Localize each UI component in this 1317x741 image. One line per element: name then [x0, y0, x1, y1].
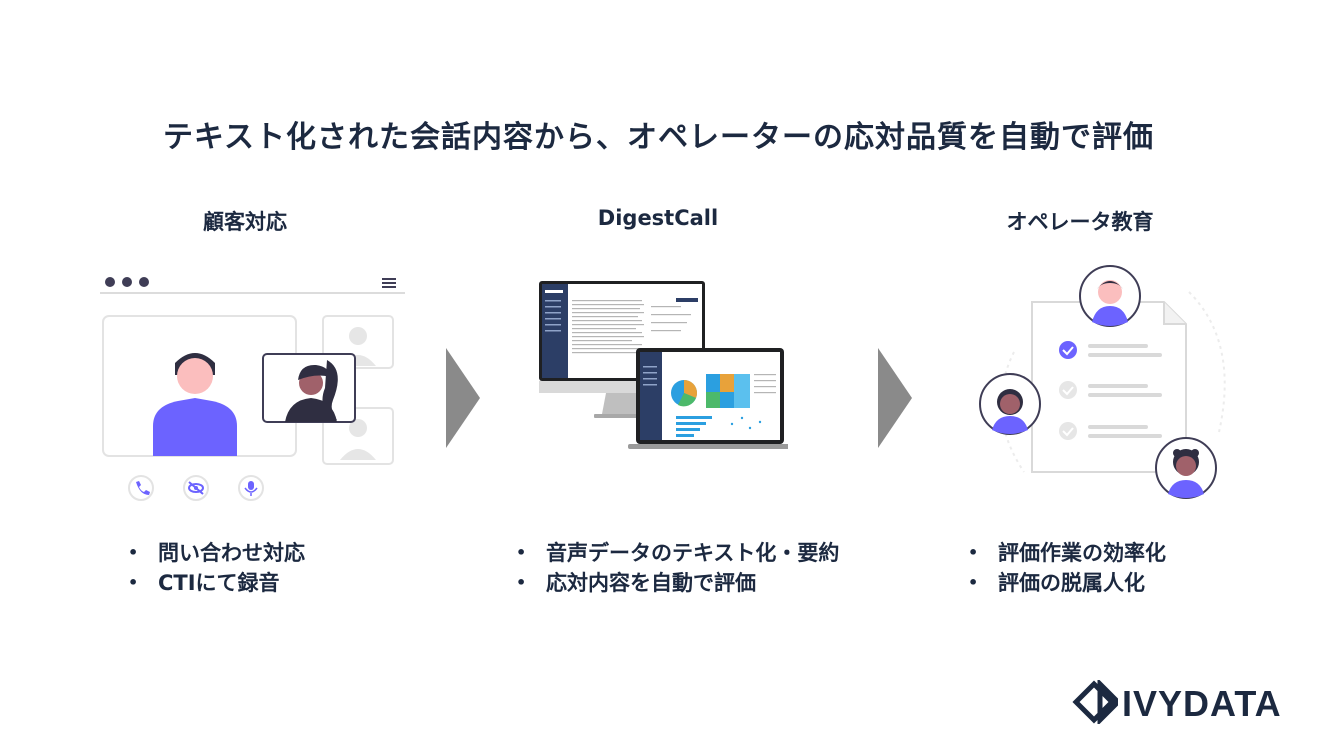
bullet-list-operator-training: 評価作業の効率化 評価の脱属人化	[966, 538, 1166, 598]
bullet-list-digestcall: 音声データのテキスト化・要約 応対内容を自動で評価	[514, 538, 839, 598]
operator-checklist-illustration	[979, 265, 1226, 499]
column-title-customer: 顧客対応	[203, 210, 287, 234]
flow-arrow-1	[446, 348, 480, 448]
digestcall-devices-illustration	[539, 281, 788, 449]
flow-arrow-2	[878, 348, 912, 448]
column-title-digestcall: DigestCall	[597, 206, 719, 230]
bullet-list-customer: 問い合わせ対応 CTIにて録音	[126, 538, 305, 598]
bullet-item: 評価作業の効率化	[966, 538, 1166, 568]
page-headline: テキスト化された会話内容から、オペレーターの応対品質を自動で評価	[162, 120, 1155, 155]
bullet-item: 音声データのテキスト化・要約	[514, 538, 839, 568]
bullet-item: 評価の脱属人化	[966, 568, 1166, 598]
mic-icon	[238, 475, 264, 501]
ivydata-logo-mark	[1072, 680, 1118, 724]
phone-icon	[128, 475, 154, 501]
bullet-item: 問い合わせ対応	[126, 538, 305, 568]
check-icon	[1059, 341, 1077, 359]
eye-off-icon	[183, 475, 209, 501]
column-title-operator-training: オペレータ教育	[1006, 210, 1154, 234]
bullet-item: 応対内容を自動で評価	[514, 568, 839, 598]
video-call-illustration	[100, 277, 405, 501]
ivydata-logo-text: IVYDATA	[1122, 683, 1282, 724]
bullet-item: CTIにて録音	[126, 568, 305, 598]
hamburger-icon	[382, 278, 396, 288]
